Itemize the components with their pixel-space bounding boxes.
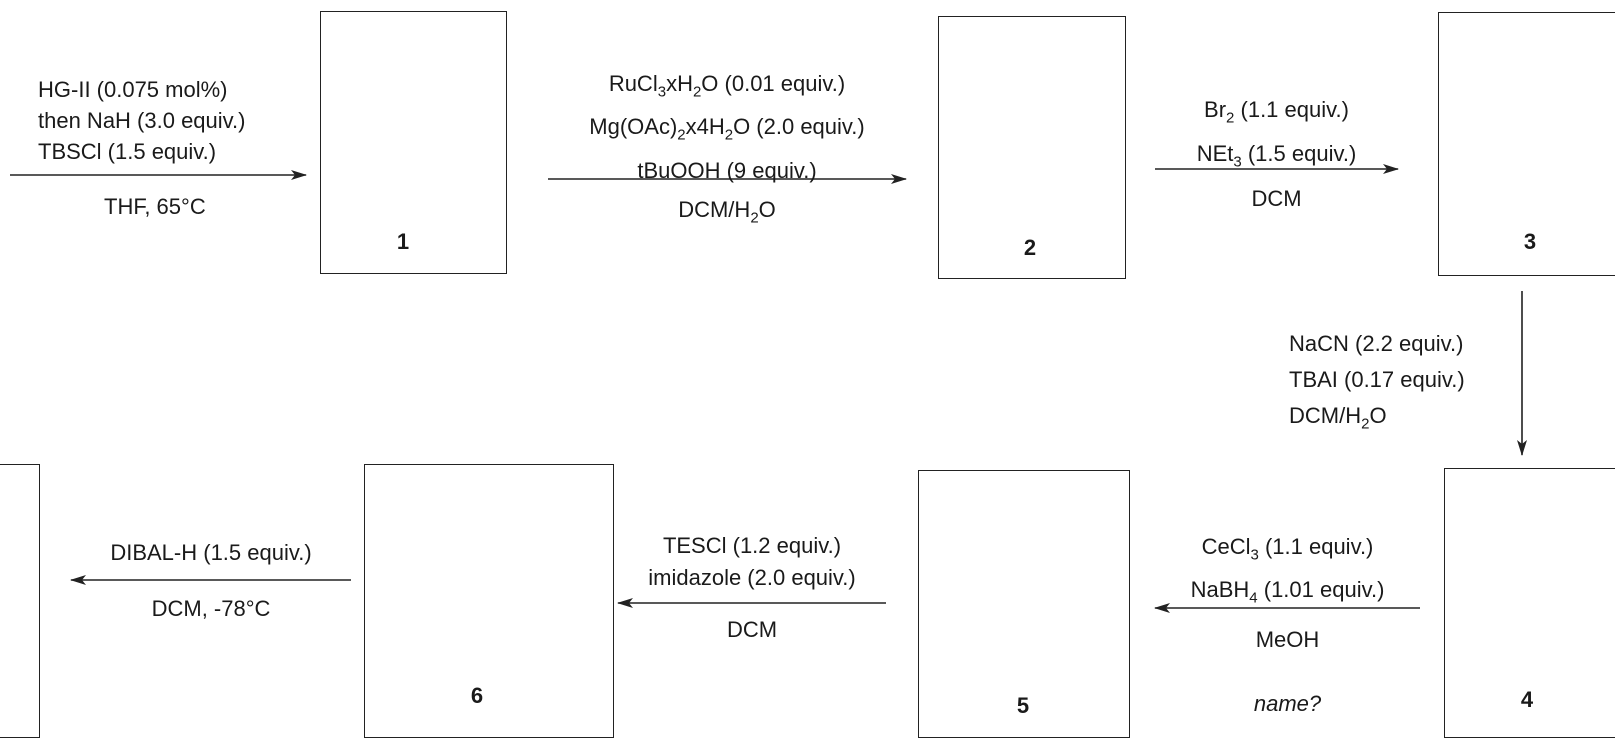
step1-reagent-line: then NaH (3.0 equiv.)	[38, 108, 246, 133]
compound-box-7	[0, 464, 40, 738]
step1-solvent-line: THF, 65°C	[104, 194, 206, 219]
step2-reagent-line-1: RuCl3xH2O (0.01 equiv.)	[608, 71, 846, 101]
compound-label-4: 4	[1520, 687, 1534, 712]
step5-reagents: CeCl3 (1.1 equiv.) NaBH4 (1.01 equiv.)	[1155, 529, 1420, 616]
step5-name-note: name?	[1253, 691, 1322, 716]
compound-label-2: 2	[1023, 235, 1037, 260]
step5-reagent-line-1: CeCl3 (1.1 equiv.)	[1201, 534, 1374, 564]
step7-reagent: DIBAL-H (1.5 equiv.)	[110, 540, 312, 565]
compound-box-2	[938, 16, 1126, 279]
compound-label-5: 5	[1016, 693, 1030, 718]
step1-reagent-line: HG-II (0.075 mol%)	[38, 77, 228, 102]
step4-reagent-line-2: TBAI (0.17 equiv.)	[1289, 367, 1465, 392]
compound-label-3: 3	[1523, 229, 1537, 254]
step3-reagents: Br2 (1.1 equiv.) NEt3 (1.5 equiv.)	[1155, 92, 1398, 181]
compound-label-6: 6	[470, 683, 484, 708]
step6-solvent: DCM	[726, 617, 778, 642]
compound-box-4	[1444, 468, 1615, 738]
step5-reagent-line-2: NaBH4 (1.01 equiv.)	[1190, 577, 1385, 607]
compound-label-1: 1	[396, 229, 410, 254]
step6-reagent-line-2: imidazole (2.0 equiv.)	[648, 565, 856, 590]
step6-reagents: TESCl (1.2 equiv.) imidazole (2.0 equiv.…	[618, 530, 886, 594]
compound-box-3	[1438, 12, 1615, 276]
step1-reagents: HG-II (0.075 mol%) then NaH (3.0 equiv.)…	[38, 74, 245, 167]
step4-reagents: NaCN (2.2 equiv.) TBAI (0.17 equiv.) DCM…	[1289, 326, 1465, 442]
step1-solvent: THF, 65°C	[104, 191, 206, 222]
compound-box-5	[918, 470, 1130, 738]
step2-solvent: DCM/H2O	[678, 197, 776, 227]
step2-reagent-line-2: Mg(OAc)2x4H2O (2.0 equiv.)	[589, 114, 865, 144]
step5-solvent: MeOH	[1255, 627, 1320, 652]
step4-reagent-line-1: NaCN (2.2 equiv.)	[1289, 331, 1464, 356]
step2-reagents: RuCl3xH2O (0.01 equiv.) Mg(OAc)2x4H2O (2…	[548, 66, 906, 188]
step7-solvent: DCM, -78°C	[151, 596, 271, 621]
compound-box-1	[320, 11, 507, 274]
step3-solvent: DCM	[1251, 186, 1302, 211]
step1-reagent-line: TBSCl (1.5 equiv.)	[38, 139, 217, 164]
step4-reagent-line-3: DCM/H2O	[1289, 403, 1387, 433]
step3-reagent-line-2: NEt3 (1.5 equiv.)	[1196, 141, 1357, 171]
step3-reagent-line-1: Br2 (1.1 equiv.)	[1204, 97, 1349, 127]
step6-reagent-line-1: TESCl (1.2 equiv.)	[662, 533, 842, 558]
step2-reagent-line-3: tBuOOH (9 equiv.)	[637, 157, 817, 183]
compound-box-6	[364, 464, 614, 738]
